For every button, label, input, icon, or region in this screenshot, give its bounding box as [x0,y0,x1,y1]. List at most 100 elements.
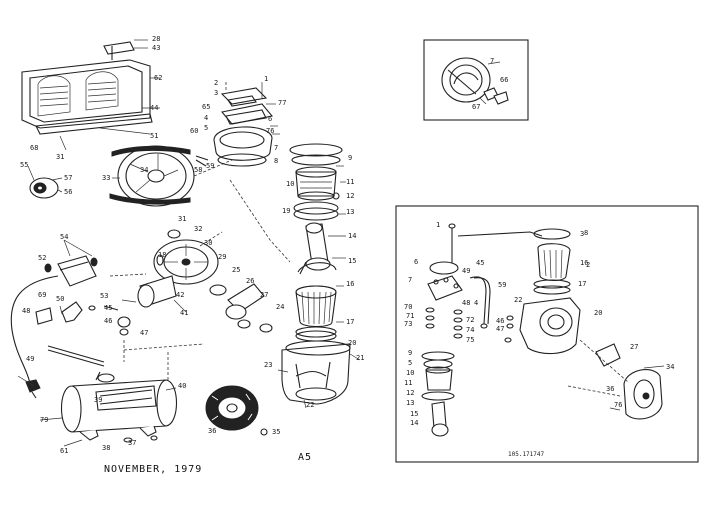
sub-callout-45: 45 [476,259,485,267]
fittings-drawing [35,301,205,367]
callout-51: 51 [150,132,159,140]
callout-1: 1 [264,75,269,83]
callout-8: 8 [274,157,279,165]
sub-callout-7: 7 [408,276,413,284]
callout-79: 79 [40,416,49,424]
sub-callout-20: 20 [594,309,603,317]
air-filter-drawing [295,285,344,342]
sub-callout-15: 15 [410,410,419,418]
callout-76: 76 [266,127,275,135]
callout-43: 43 [152,44,161,52]
subassembly-box [395,205,699,463]
callout-11: 11 [346,178,355,186]
pressure-switch-drawing [44,239,98,287]
sub-callout-71: 71 [406,312,415,320]
sub-callout-13: 13 [406,399,415,407]
sub-callout-48: 48 [462,299,471,307]
callout-12: 12 [346,192,355,200]
callout-58: 58 [194,166,203,174]
callout-45: 45 [104,304,113,312]
subassembly-part-number: 105.171747 [508,451,545,458]
tank-drawing [39,352,177,447]
callout-10: 10 [286,180,295,188]
callout-28: 28 [152,35,161,43]
footer-page: A5 [298,452,313,463]
callout-16: 16 [346,280,355,288]
callout-60: 60 [190,127,199,135]
sub-callout-70: 70 [404,303,413,311]
callout-44: 44 [150,104,159,112]
pump-head-drawing [213,80,280,167]
callout-52: 52 [38,254,47,262]
callout-18: 18 [158,251,167,259]
crankcase-drawing [277,340,361,409]
inset-callout-7: 7 [490,57,495,65]
callout-53: 53 [100,292,109,300]
callout-20: 20 [348,339,357,347]
callout-19: 19 [282,207,291,215]
callout-57: 57 [64,174,73,182]
sub-callout-27: 27 [630,343,639,351]
callout-42: 42 [176,291,185,299]
callout-38: 38 [102,444,111,452]
callout-34: 34 [140,166,149,174]
sub-callout-14: 14 [410,419,419,427]
sub-callout-10: 10 [406,369,415,377]
wheel-drawing [205,385,268,436]
callout-68: 68 [30,144,39,152]
sub-callout-12: 12 [406,389,415,397]
callout-33: 33 [102,174,111,182]
inset-box [423,39,529,121]
sub-callout-2: 2 [586,261,591,269]
callout-77: 77 [278,99,287,107]
sub-callout-6: 6 [414,258,419,266]
power-cord-drawing [10,275,59,399]
sub-callout-1: 1 [436,221,441,229]
callout-32: 32 [194,225,203,233]
sub-callout-17: 17 [578,280,587,288]
callout-22: 22 [306,401,315,409]
sub-callout-72: 72 [466,316,475,324]
callout-31: 31 [56,153,65,161]
callout-5: 5 [204,124,209,132]
sub-callout-49: 49 [462,267,471,275]
sub-callout-76: 76 [614,401,623,409]
callout-46: 46 [104,317,113,325]
callout-6: 6 [268,115,273,123]
sub-callout-16: 16 [580,259,589,267]
callout-69: 69 [38,291,47,299]
callout-55: 55 [20,161,29,169]
callout-31b: 31 [178,215,187,223]
belt-guard-drawing [21,39,160,151]
sub-callout-46: 46 [496,317,505,325]
sub-callout-47: 47 [496,325,505,333]
callout-36: 36 [208,427,217,435]
callout-65: 65 [202,103,211,111]
inset-callout-67: 67 [472,103,481,111]
callout-26: 26 [246,277,255,285]
crankshaft-drawing [109,229,273,333]
callout-14: 14 [348,232,357,240]
sub-callout-22: 22 [514,296,523,304]
sub-callout-34: 34 [666,363,675,371]
callout-59: 59 [206,162,215,170]
callout-3: 3 [214,89,219,97]
callout-56: 56 [64,188,73,196]
callout-29: 29 [218,253,227,261]
sub-callout-4: 4 [474,299,479,307]
callout-21: 21 [356,354,365,362]
sub-callout-36: 36 [606,385,615,393]
callout-48: 48 [22,307,31,315]
callout-62: 62 [154,74,163,82]
callout-35: 35 [272,428,281,436]
sub-callout-59: 59 [498,281,507,289]
sub-callout-3: 3 [580,230,585,238]
callout-39: 39 [94,396,103,404]
callout-40: 40 [178,382,187,390]
sub-callout-74: 74 [466,326,475,334]
sub-callout-9: 9 [408,349,413,357]
callout-17: 17 [346,318,355,326]
callout-47: 47 [140,329,149,337]
